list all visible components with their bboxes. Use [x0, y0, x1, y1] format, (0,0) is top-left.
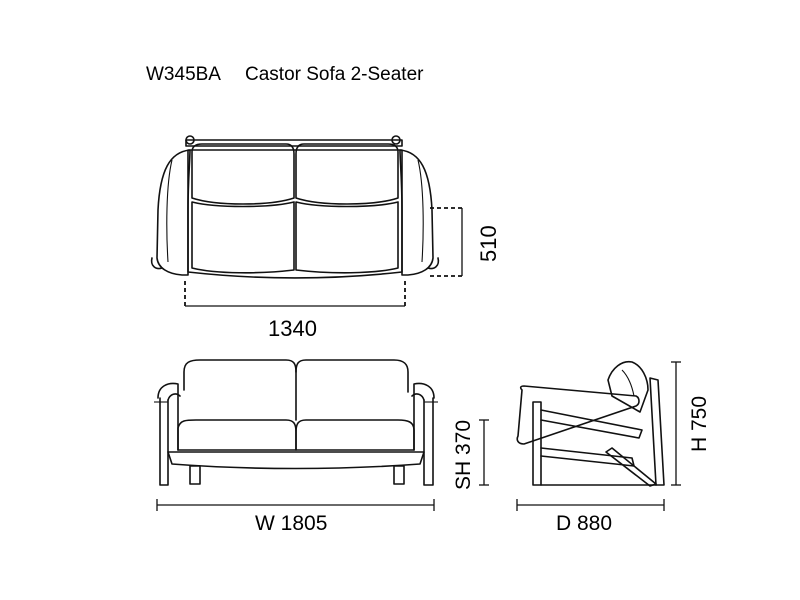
- dim-width: W 1805: [255, 512, 327, 535]
- dim-seat-height: SH 370: [452, 420, 475, 490]
- dim-seat-depth: 510: [476, 225, 501, 262]
- dim-seat-width: 1340: [268, 316, 317, 341]
- product-name: Castor Sofa 2-Seater: [245, 64, 424, 85]
- top-view: [150, 135, 463, 307]
- front-view: [154, 359, 489, 511]
- dim-height: H 750: [688, 396, 711, 452]
- product-code: W345BA: [146, 64, 221, 85]
- side-view: [516, 360, 681, 511]
- dim-depth: D 880: [556, 512, 612, 535]
